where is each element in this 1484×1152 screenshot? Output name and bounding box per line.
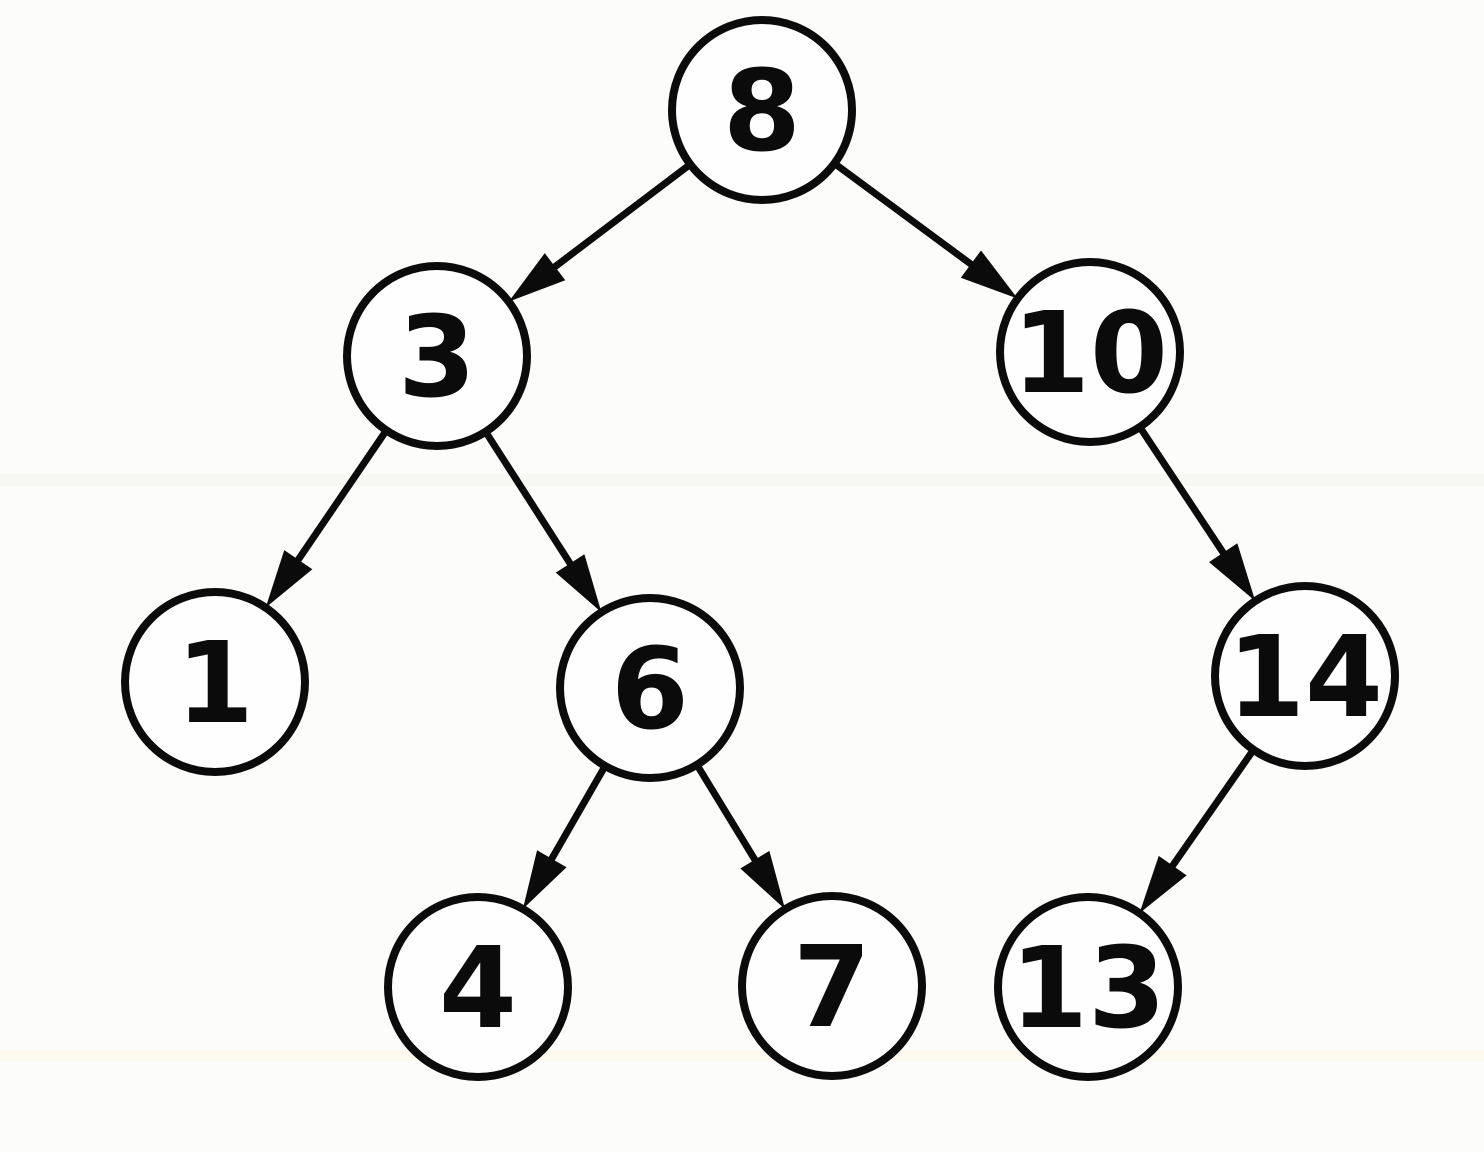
tree-node-6: 6 (556, 594, 744, 782)
arrowhead-icon (555, 554, 602, 613)
tree-node-label: 3 (398, 293, 476, 423)
arrowhead-icon (1209, 543, 1256, 602)
tree-nodes-layer: 8 3 10 1 6 14 4 7 13 (121, 16, 1399, 1081)
tree-node-circle (343, 262, 531, 450)
edge-line (545, 764, 609, 866)
arrowhead-icon (522, 850, 567, 909)
arrowhead-icon (265, 550, 313, 608)
tree-node-label: 6 (611, 625, 689, 755)
arrowhead-icon (740, 850, 786, 910)
edge-line (482, 429, 577, 571)
tree-node-label: 7 (793, 923, 871, 1053)
tree-node-13: 13 (994, 893, 1182, 1081)
tree-node-label: 13 (1010, 924, 1166, 1054)
tree-node-3: 3 (343, 262, 531, 450)
tree-node-label: 4 (439, 924, 517, 1054)
tree-edge-10-14 (1136, 425, 1256, 602)
tree-node-circle (384, 893, 572, 1081)
tree-edge-3-6 (482, 429, 602, 613)
edge-line (1166, 747, 1257, 873)
arrowhead-icon (508, 253, 566, 302)
edge-line (1136, 425, 1230, 560)
tree-edge-6-7 (693, 762, 786, 910)
tree-node-circle (121, 588, 309, 776)
tree-edges-layer (265, 160, 1257, 914)
tree-node-8: 8 (668, 16, 856, 204)
tree-node-label: 10 (1012, 289, 1168, 419)
tree-edge-3-1 (265, 428, 390, 608)
tree-edge-14-13 (1139, 747, 1257, 914)
tree-node-circle (738, 892, 926, 1080)
tree-node-label: 8 (723, 47, 801, 177)
tree-node-circle (668, 16, 856, 204)
tree-node-label: 1 (176, 619, 254, 749)
edge-line (693, 762, 761, 867)
arrowhead-icon (960, 250, 1018, 299)
tree-node-4: 4 (384, 893, 572, 1081)
tree-node-circle (556, 594, 744, 782)
tree-node-label: 14 (1227, 613, 1383, 743)
tree-edge-8-10 (832, 160, 1018, 299)
tree-edge-6-4 (522, 764, 609, 909)
tree-node-7: 7 (738, 892, 926, 1080)
edge-line (548, 161, 693, 274)
edge-line (832, 160, 978, 271)
tree-edge-8-3 (508, 161, 693, 302)
edge-line (292, 428, 390, 567)
tree-node-circle (994, 893, 1182, 1081)
tree-node-14: 14 (1211, 582, 1399, 770)
tree-node-circle (996, 258, 1184, 446)
tree-node-1: 1 (121, 588, 309, 776)
tree-node-10: 10 (996, 258, 1184, 446)
tree-node-circle (1211, 582, 1399, 770)
arrowhead-icon (1139, 855, 1187, 914)
